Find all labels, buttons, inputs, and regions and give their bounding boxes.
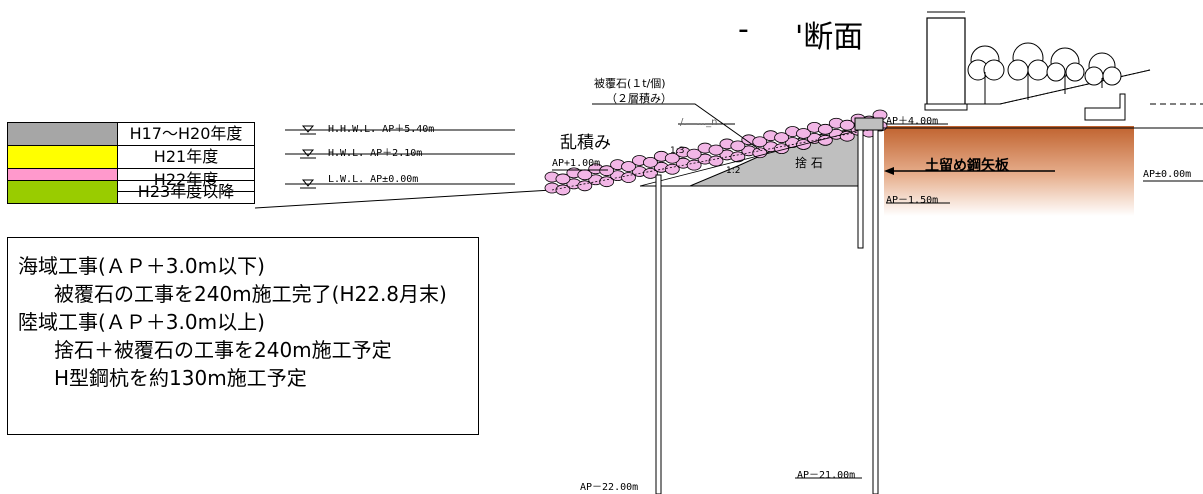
legend-row-1: H17～H20年度 — [7, 122, 255, 146]
armor-stone — [752, 147, 768, 159]
armor-stone — [708, 144, 724, 156]
pile-cap — [854, 117, 884, 131]
armor-stone — [599, 176, 615, 188]
hwl-label: H.W.L. AP＋2.10m — [328, 148, 423, 159]
armor-leader-line — [592, 103, 761, 151]
armor-stone — [643, 167, 658, 179]
note-line-4: 捨石＋被覆石の工事を240m施工予定 — [54, 338, 392, 362]
slope-lower-label: 1:2 — [726, 166, 741, 176]
note-line-1: 海域工事(ＡＰ＋3.0m以下) — [18, 254, 265, 278]
armor-stone — [752, 136, 768, 148]
seabed-line — [254, 189, 553, 209]
armor-stone — [730, 140, 746, 152]
armor-layers-label: （２層積み） — [606, 92, 672, 105]
lwl-label: L.W.L. AP±0.00m — [328, 174, 419, 185]
armor-stone-label: 被覆石(１t/個) — [594, 77, 666, 90]
sheet-pile — [872, 127, 879, 494]
faded-label: /. ..._n — [680, 117, 718, 128]
legend-row-2: H21年度 — [7, 145, 255, 169]
legend-row-4: H23年度以降 — [7, 180, 255, 204]
level-ap-zero: AP±0.00m — [1143, 169, 1192, 180]
level-ap-minus22: AP－22.00m — [580, 482, 639, 493]
parapet-wall — [926, 17, 966, 107]
armor-stone — [643, 156, 658, 168]
armor-stone — [621, 161, 636, 172]
note-line-2: 被覆石の工事を240m施工完了(H22.8月末) — [54, 282, 447, 306]
armor-stone — [708, 155, 724, 167]
level-ap-plus1: AP+1.00m — [552, 158, 601, 169]
armor-stone — [555, 184, 571, 196]
legend-swatch-2 — [8, 146, 118, 168]
legend-swatch-4 — [8, 181, 118, 203]
fill-stone-label: 捨 石 — [795, 156, 823, 170]
page-title: '断面 — [795, 20, 864, 55]
legend-label-2: H21年度 — [153, 147, 219, 166]
level-ap-minus21: AP－21.00m — [797, 470, 856, 481]
armor-stone — [664, 152, 680, 164]
legend-label-1: H17～H20年度 — [129, 124, 243, 143]
level-ap-minus1-5: AP－1.50m — [886, 195, 939, 206]
armor-stone — [839, 119, 855, 131]
armor-stone — [796, 128, 811, 139]
title-dash: - — [738, 12, 749, 47]
level-ap-plus4: AP＋4.00m — [886, 116, 939, 127]
armor-stone — [839, 130, 855, 142]
lwl-marker — [301, 179, 315, 187]
note-line-3: 陸域工事(ＡＰ＋3.0m以上) — [18, 310, 265, 334]
armor-stone — [555, 173, 571, 185]
legend-swatch-1 — [8, 123, 118, 145]
slope-upper-label: 1:3 — [670, 146, 685, 156]
armor-stone — [774, 132, 789, 144]
construction-notes-box: 海域工事(ＡＰ＋3.0m以下) 被覆石の工事を240m施工完了(H22.8月末)… — [7, 237, 479, 435]
armor-stone — [817, 123, 833, 135]
armor-stone — [686, 148, 702, 160]
h-steel-pile-left — [655, 174, 662, 494]
hhwl-marker — [301, 125, 315, 133]
sheet-pile-label: 土留め鋼矢板 — [925, 158, 1009, 174]
h-steel-pile-inner — [857, 127, 864, 249]
note-line-5: H型鋼杭を約130m施工予定 — [54, 366, 307, 390]
random-pile-label: 乱積み — [560, 133, 611, 153]
legend-label-3: H22年度 — [153, 170, 219, 189]
hwl-marker — [301, 149, 315, 157]
trees-icon — [967, 42, 1122, 104]
armor-stone — [599, 165, 615, 177]
legend-label-4: H23年度以降 — [137, 182, 235, 201]
hhwl-label: H.H.W.L. AP＋5.40m — [328, 124, 435, 135]
